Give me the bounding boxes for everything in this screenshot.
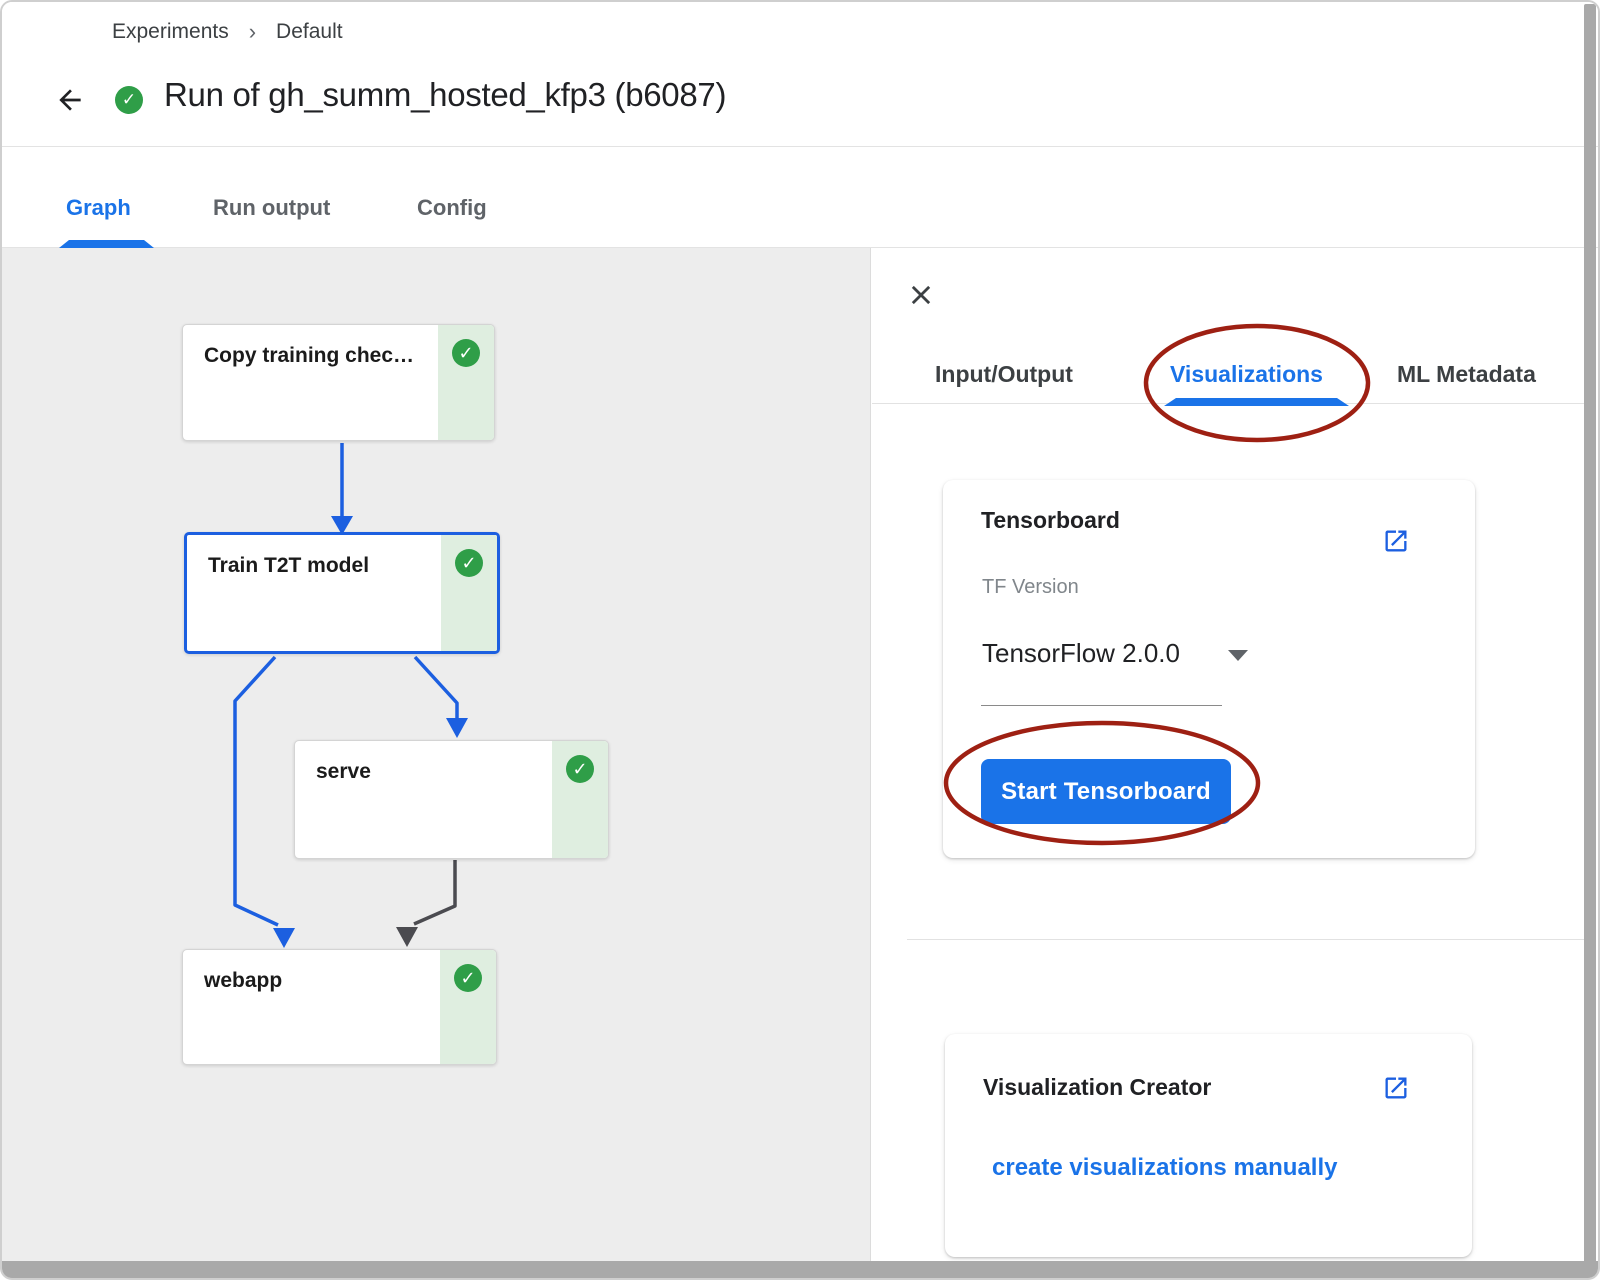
- tensorboard-card-title: Tensorboard: [981, 507, 1120, 533]
- panel-tab-input-output[interactable]: Input/Output: [935, 361, 1073, 387]
- vertical-scrollbar[interactable]: [1584, 4, 1596, 1264]
- graph-node-copy-training-checkpoint[interactable]: Copy training chec… ✓: [182, 324, 495, 441]
- graph-node-train-t2t-model[interactable]: Train T2T model ✓: [184, 532, 500, 654]
- node-label: webapp: [204, 969, 283, 992]
- node-success-icon: ✓: [452, 339, 480, 367]
- tab-graph[interactable]: Graph: [66, 195, 131, 220]
- page-header: Experiments › Default ✓ Run of gh_summ_h…: [2, 2, 1598, 147]
- graph-node-serve[interactable]: serve ✓: [294, 740, 609, 859]
- breadcrumb-separator-icon: ›: [248, 19, 257, 44]
- node-label: Train T2T model: [208, 554, 370, 577]
- tf-version-value: TensorFlow 2.0.0: [982, 638, 1180, 668]
- tf-select-underline: [981, 705, 1222, 706]
- node-status-strip: ✓: [440, 950, 496, 1064]
- visualization-creator-title: Visualization Creator: [983, 1074, 1212, 1100]
- panel-tab-ml-metadata[interactable]: ML Metadata: [1397, 361, 1536, 387]
- panel-section-divider: [907, 939, 1588, 940]
- horizontal-scrollbar[interactable]: [2, 1261, 1598, 1278]
- create-visualizations-link[interactable]: create visualizations manually: [992, 1154, 1338, 1181]
- tab-config[interactable]: Config: [417, 195, 487, 220]
- node-success-icon: ✓: [566, 755, 594, 783]
- node-status-strip: ✓: [438, 325, 494, 440]
- node-success-icon: ✓: [455, 549, 483, 577]
- tab-run-output[interactable]: Run output: [213, 195, 331, 220]
- graph-node-webapp[interactable]: webapp ✓: [182, 949, 497, 1065]
- node-label: Copy training chec…: [204, 344, 415, 367]
- node-label: serve: [316, 760, 371, 783]
- open-in-new-icon[interactable]: [1382, 527, 1410, 555]
- breadcrumb-default[interactable]: Default: [276, 20, 343, 43]
- close-icon: [911, 285, 931, 305]
- breadcrumb-experiments[interactable]: Experiments: [112, 20, 229, 43]
- start-tensorboard-button[interactable]: Start Tensorboard: [981, 759, 1231, 824]
- run-tabbar: Graph Run output Config: [2, 147, 1598, 248]
- panel-active-tab-indicator: [1164, 398, 1349, 406]
- tf-version-select[interactable]: TensorFlow 2.0.0: [982, 632, 1260, 680]
- open-in-new-icon[interactable]: [1382, 1074, 1410, 1102]
- back-button[interactable]: [52, 82, 88, 118]
- tensorboard-card: Tensorboard TF Version TensorFlow 2.0.0 …: [943, 480, 1475, 858]
- tf-version-label: TF Version: [982, 576, 1079, 598]
- breadcrumb: Experiments › Default: [112, 19, 343, 45]
- node-status-strip: ✓: [552, 741, 608, 858]
- node-success-icon: ✓: [454, 964, 482, 992]
- run-status-success-icon: ✓: [115, 86, 143, 114]
- close-panel-button[interactable]: [904, 278, 938, 312]
- panel-tab-visualizations[interactable]: Visualizations: [1170, 361, 1323, 387]
- arrow-back-icon: [59, 89, 81, 111]
- page-title: Run of gh_summ_hosted_kfp3 (b6087): [164, 76, 727, 113]
- node-status-strip: ✓: [441, 535, 497, 651]
- dropdown-caret-icon: [1228, 650, 1248, 661]
- visualization-creator-card: Visualization Creator create visualizati…: [945, 1034, 1472, 1257]
- active-tab-indicator: [59, 240, 154, 248]
